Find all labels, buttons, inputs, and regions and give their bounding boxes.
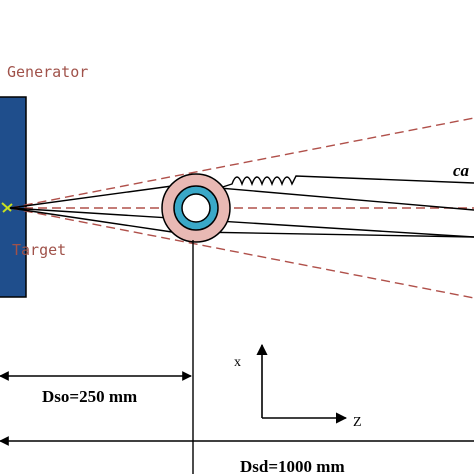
scatter-path [206, 175, 474, 193]
beam-dashed-upper [9, 117, 474, 209]
cut-off-label: ca [453, 161, 470, 180]
generator-label: Generator [7, 63, 88, 81]
dsd-label: Dsd=1000 mm [240, 457, 345, 474]
x-axis-label: x [234, 355, 241, 370]
ray-upper-exit [195, 185, 474, 211]
ray-to-ring-top [9, 185, 173, 209]
target-label: Target [12, 241, 66, 259]
object-ring-hole [181, 193, 211, 223]
dso-label: Dso=250 mm [42, 387, 137, 406]
ray-lower-exit [195, 231, 474, 238]
beam-dashed-lower [9, 207, 474, 299]
focal-spot-icon [1, 202, 13, 213]
ray-to-ring-bottom [9, 207, 173, 233]
z-axis-label: Z [353, 415, 362, 430]
generator-block [0, 96, 27, 298]
ray-through-center [9, 207, 474, 238]
